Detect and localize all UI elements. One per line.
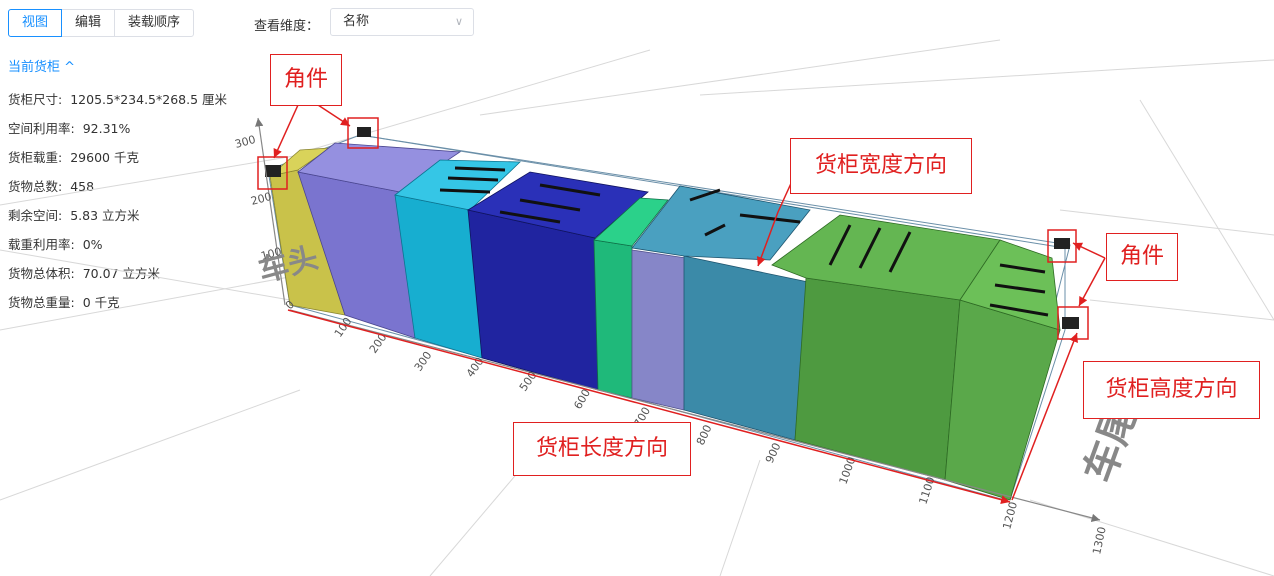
cargo-block-top (394, 159, 521, 211)
cargo-block-top (297, 142, 462, 193)
info-label: 货物总重量: (8, 295, 75, 310)
cargo-stack[interactable] (269, 142, 1061, 501)
info-label: 货柜尺寸: (8, 92, 63, 107)
length-tick: 1300 (1090, 526, 1109, 556)
length-tick: 900 (763, 441, 784, 466)
dimension-label: 查看维度： (254, 19, 320, 34)
height-tick: 300 (233, 133, 257, 151)
cargo-block-top (631, 185, 811, 261)
length-tick: 1000 (837, 455, 859, 486)
callout-height-direction: 货柜高度方向 (1083, 361, 1260, 419)
dimension-select[interactable]: 名称 ∨ (330, 8, 474, 36)
cargo-block-top (959, 239, 1061, 331)
cargo-block-top (593, 197, 669, 247)
info-value: 0 千克 (82, 295, 120, 310)
current-container-toggle[interactable]: 当前货柜 ^ (8, 60, 76, 75)
tab-loading-order[interactable]: 装载顺序 (114, 9, 195, 37)
annotation-arrows (273, 104, 1106, 505)
info-label: 空间利用率: (8, 121, 75, 136)
info-row-weight-utilization: 载重利用率: 0% (8, 234, 103, 253)
length-tick: 400 (464, 355, 487, 380)
info-label: 货物总体积: (8, 266, 75, 281)
info-value: 92.31% (82, 121, 131, 136)
info-value: 29600 千克 (70, 150, 139, 165)
info-row-size: 货柜尺寸: 1205.5*234.5*268.5 厘米 (8, 89, 227, 108)
height-tick: 200 (249, 190, 273, 208)
info-row-space-utilization: 空间利用率: 92.31% (8, 118, 130, 137)
info-label: 载重利用率: (8, 237, 75, 252)
info-row-remaining-space: 剩余空间: 5.83 立方米 (8, 205, 140, 224)
cargo-block (631, 249, 687, 411)
length-tick: 1200 (1000, 500, 1020, 530)
callout-corner-right: 角件 (1106, 233, 1178, 281)
length-tick: 300 (412, 349, 435, 374)
cargo-block (683, 255, 809, 441)
callout-width-direction: 货柜宽度方向 (790, 138, 972, 194)
info-value: 1205.5*234.5*268.5 厘米 (70, 92, 227, 107)
info-value: 0% (82, 237, 103, 252)
info-label: 剩余空间: (8, 208, 63, 223)
view-mode-tabs: 视图 编辑 装载顺序 (8, 9, 195, 37)
info-row-total-weight: 货物总重量: 0 千克 (8, 292, 120, 311)
height-tick: 100 (259, 245, 283, 263)
info-label: 货柜载重: (8, 150, 63, 165)
info-value: 5.83 立方米 (70, 208, 140, 223)
corner-fittings (265, 127, 1079, 329)
dimension-value: 名称 (343, 14, 370, 29)
info-row-load-capacity: 货柜载重: 29600 千克 (8, 147, 139, 166)
length-tick: 800 (694, 423, 715, 448)
callout-length-direction: 货柜长度方向 (513, 422, 691, 476)
info-value: 70.07 立方米 (82, 266, 160, 281)
callout-corner-top: 角件 (270, 54, 342, 106)
cargo-block (593, 239, 633, 399)
pallet-slats (439, 166, 1049, 317)
chevron-down-icon: ∨ (454, 15, 463, 28)
info-row-total-volume: 货物总体积: 70.07 立方米 (8, 263, 160, 282)
info-label: 货物总数: (8, 179, 63, 194)
tab-view[interactable]: 视图 (8, 9, 63, 37)
